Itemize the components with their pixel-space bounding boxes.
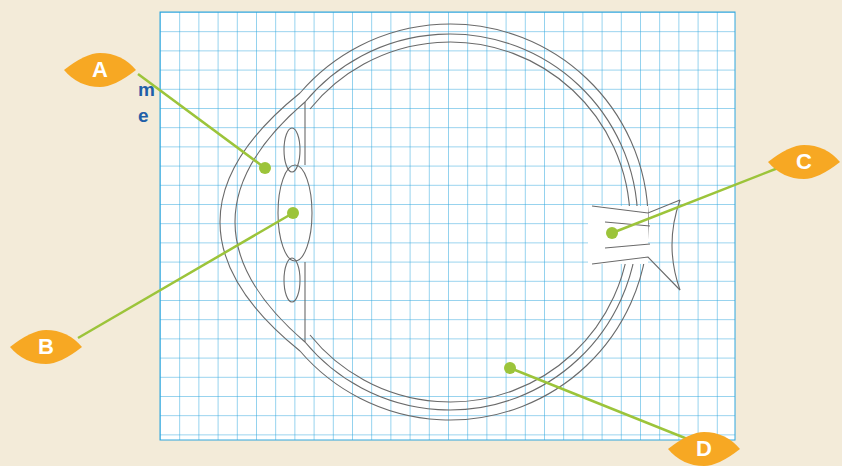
leader-lines — [78, 74, 778, 440]
iris-bottom — [284, 258, 300, 302]
sclera — [300, 24, 648, 420]
ciliary-wall — [304, 102, 305, 342]
leader-dot — [259, 162, 271, 174]
leader-dot — [606, 227, 618, 239]
heading-fragment: e — [138, 106, 149, 125]
eye-outline — [220, 24, 648, 420]
retina — [310, 42, 630, 402]
leader-dot — [287, 207, 299, 219]
leader-line — [612, 168, 778, 233]
optic-nerve — [592, 200, 680, 290]
callout-letter: A — [92, 59, 108, 81]
leaf-shape — [668, 432, 740, 466]
leaf-shape — [768, 145, 840, 179]
grid — [160, 12, 735, 440]
leader-line — [78, 213, 293, 338]
nerve-gap — [588, 206, 648, 264]
grid-ground — [160, 12, 735, 440]
cornea-inner — [235, 102, 305, 342]
lens — [278, 165, 312, 261]
callout-badge: D — [668, 432, 740, 466]
leaf-shape — [10, 330, 82, 364]
leader-line — [510, 368, 690, 440]
nerve-bottom — [592, 257, 680, 290]
leaf-shape — [64, 53, 136, 87]
callout-badge: C — [768, 145, 840, 179]
choroid — [305, 34, 638, 410]
nerve-end — [672, 200, 680, 290]
callout-letter: C — [796, 151, 812, 173]
heading-fragment: m — [138, 80, 155, 99]
callout-letter: D — [696, 438, 712, 460]
leader-dot — [504, 362, 516, 374]
callout-letter: B — [38, 336, 54, 358]
callout-badge: B — [10, 330, 82, 364]
cornea — [220, 93, 300, 351]
callout-badge: A — [64, 53, 136, 87]
leader-line — [138, 74, 265, 168]
